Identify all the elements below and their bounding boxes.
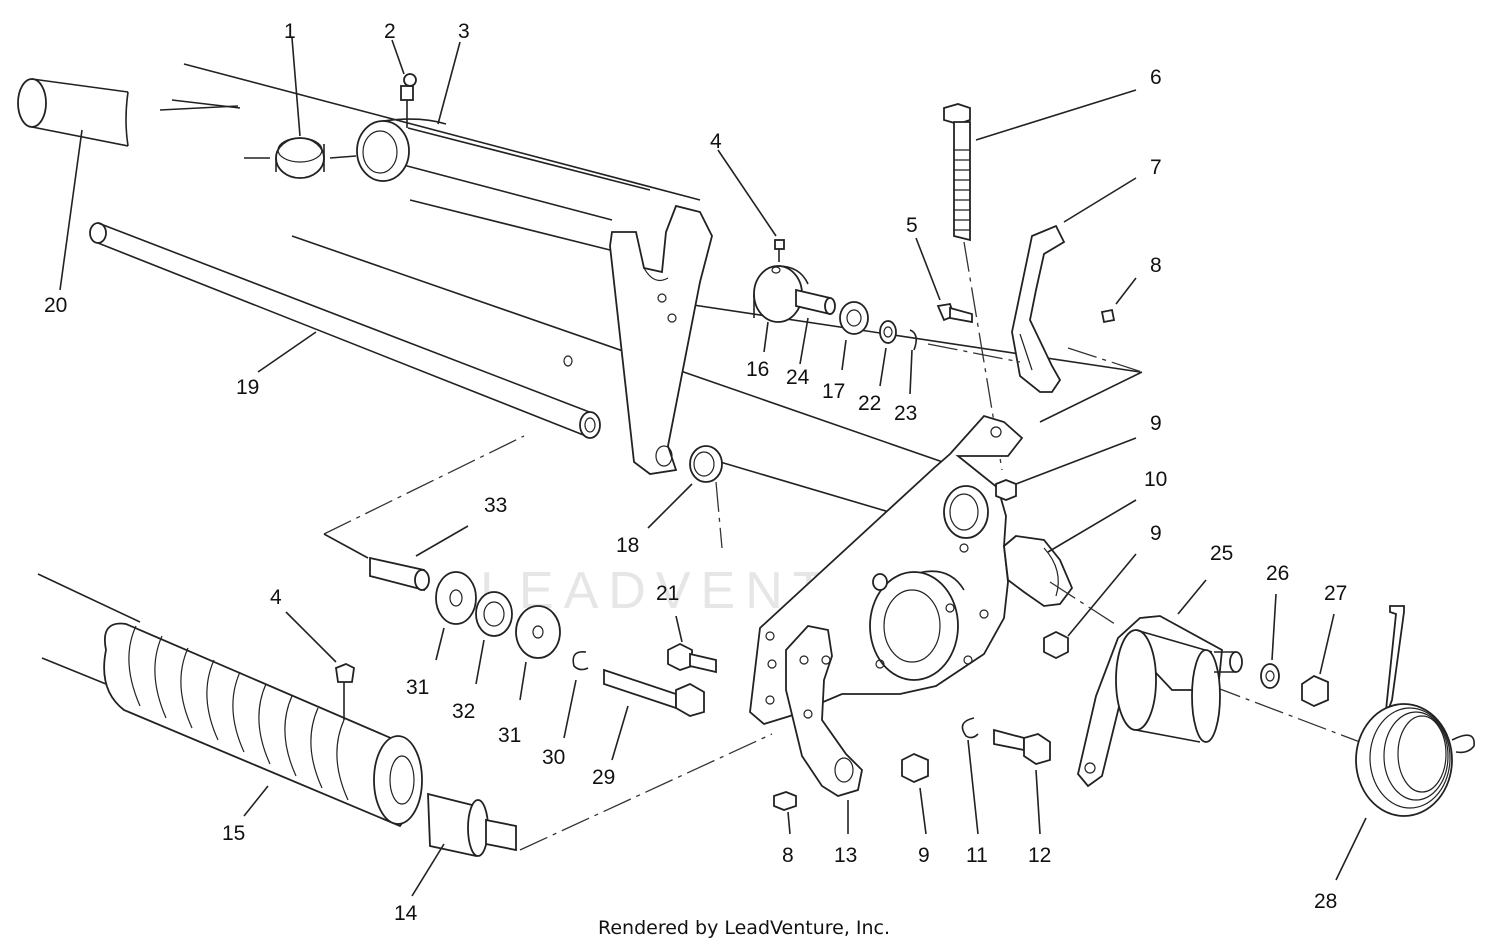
callout-9-a: 9 <box>1150 412 1162 435</box>
callout-12: 12 <box>1028 844 1051 867</box>
part-bushing-18[interactable] <box>689 445 723 483</box>
part-bolt-29[interactable] <box>603 668 705 717</box>
part-lever-arm[interactable] <box>609 204 713 475</box>
part-washer-31-right[interactable] <box>515 605 561 659</box>
part-bolt-12[interactable] <box>993 728 1051 765</box>
part-grease-fitting-8-bottom[interactable] <box>773 791 797 811</box>
part-bushing-1[interactable] <box>275 137 357 179</box>
callout-28: 28 <box>1314 890 1337 913</box>
callout-14: 14 <box>394 902 418 925</box>
callout-22: 22 <box>858 392 881 415</box>
callout-21: 21 <box>656 582 679 605</box>
callout-11: 11 <box>966 844 988 867</box>
part-shaft-24[interactable] <box>795 288 836 316</box>
callout-33: 33 <box>484 494 507 517</box>
callout-18: 18 <box>616 534 639 557</box>
part-nut-9-mid[interactable] <box>1043 630 1069 660</box>
callout-labels: 1 2 3 4 4 5 6 7 8 8 9 9 9 10 11 12 13 14… <box>44 20 1347 925</box>
callout-31-left: 31 <box>406 676 429 699</box>
callout-9-b: 9 <box>1150 522 1162 545</box>
part-spring-28[interactable] <box>1355 605 1475 817</box>
part-washer-31-left[interactable] <box>435 571 477 625</box>
part-clip-11[interactable] <box>961 717 979 739</box>
part-bearing-17[interactable] <box>839 301 869 335</box>
callout-5: 5 <box>906 214 918 237</box>
callout-24: 24 <box>786 366 810 389</box>
part-nut-27[interactable] <box>1301 674 1329 707</box>
callout-1: 1 <box>284 20 296 43</box>
part-lever-13[interactable] <box>785 625 863 797</box>
callout-15: 15 <box>222 822 245 845</box>
leader-lines <box>59 37 1367 897</box>
part-washer-26[interactable] <box>1260 663 1280 689</box>
part-grease-fitting-8-right[interactable] <box>1100 308 1116 324</box>
part-arm-25[interactable] <box>1077 615 1243 788</box>
callout-6: 6 <box>1150 66 1162 89</box>
part-rod-20[interactable] <box>17 78 270 159</box>
part-spacer-33[interactable] <box>369 556 430 592</box>
part-clip-23[interactable] <box>909 329 918 351</box>
callout-16: 16 <box>746 358 769 381</box>
callout-4-lower: 4 <box>270 586 282 609</box>
callout-25: 25 <box>1210 542 1233 565</box>
part-clip-30[interactable] <box>572 650 589 671</box>
callout-8-lower: 8 <box>782 844 794 867</box>
part-bolt-6[interactable] <box>943 103 1003 471</box>
part-shaft-14[interactable] <box>427 792 517 858</box>
part-hub-16[interactable] <box>753 265 809 323</box>
part-nut-9-top[interactable] <box>995 479 1017 501</box>
callout-32: 32 <box>452 700 475 723</box>
callout-27: 27 <box>1324 582 1347 605</box>
callout-31-right: 31 <box>498 724 521 747</box>
part-bolt-5[interactable] <box>936 302 973 324</box>
callout-9-c: 9 <box>918 844 930 867</box>
part-rod-19[interactable] <box>89 222 601 439</box>
callout-2: 2 <box>384 20 396 43</box>
part-bracket-10[interactable] <box>1003 535 1074 607</box>
part-roller-15[interactable] <box>37 573 423 828</box>
callout-10: 10 <box>1144 468 1167 491</box>
part-tube-3[interactable] <box>183 63 701 251</box>
part-grease-fitting-4-upper[interactable] <box>774 239 785 262</box>
callout-30: 30 <box>542 746 565 769</box>
callout-23: 23 <box>894 402 917 425</box>
callout-26: 26 <box>1266 562 1289 585</box>
callout-3: 3 <box>458 20 470 43</box>
callout-29: 29 <box>592 766 615 789</box>
callout-8-upper: 8 <box>1150 254 1162 277</box>
callout-19: 19 <box>236 376 259 399</box>
part-grease-fitting-4-lower[interactable] <box>335 663 355 720</box>
part-lever-7[interactable] <box>1011 224 1066 393</box>
part-bearing-32[interactable] <box>475 591 513 637</box>
part-grease-fitting-2[interactable] <box>400 73 417 128</box>
callout-4-upper: 4 <box>710 130 722 153</box>
callout-13: 13 <box>834 844 857 867</box>
part-washer-22[interactable] <box>879 320 897 344</box>
part-nut-9-bottom[interactable] <box>901 753 929 783</box>
part-bolt-21[interactable] <box>667 642 717 674</box>
footer-credit: Rendered by LeadVenture, Inc. <box>598 917 890 939</box>
callout-17: 17 <box>822 380 845 403</box>
callout-7: 7 <box>1150 156 1162 179</box>
callout-20: 20 <box>44 294 67 317</box>
